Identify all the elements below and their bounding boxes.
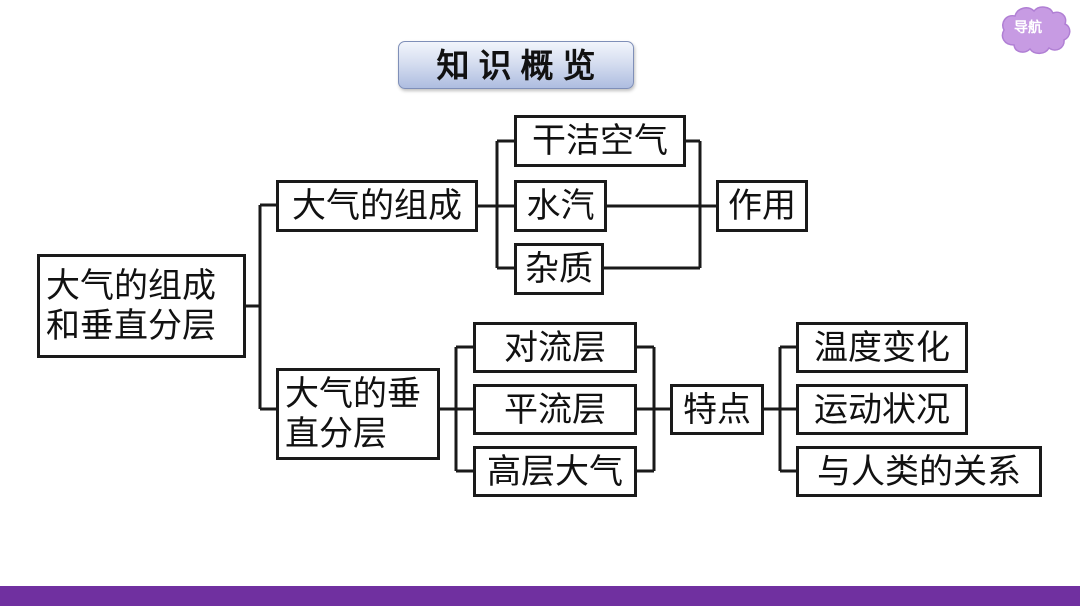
page-title: 知识概览 <box>398 41 634 89</box>
composition-node: 大气的组成 <box>276 180 478 232</box>
root-line-2: 和垂直分层 <box>46 306 216 346</box>
layers-target-characteristics: 特点 <box>670 384 764 435</box>
composition-target-function: 作用 <box>716 180 808 232</box>
footer-bar <box>0 586 1080 606</box>
composition-item-water-vapor: 水汽 <box>514 180 607 232</box>
composition-item-impurities: 杂质 <box>514 243 604 295</box>
feature-motion-state: 运动状况 <box>796 384 968 435</box>
feature-temperature-change: 温度变化 <box>796 322 968 373</box>
composition-item-dry-air: 干洁空气 <box>514 115 686 167</box>
layers-line-1: 大气的垂 <box>285 374 421 414</box>
layer-item-stratosphere: 平流层 <box>473 384 637 435</box>
layer-item-troposphere: 对流层 <box>473 322 637 373</box>
feature-human-relation: 与人类的关系 <box>796 446 1042 497</box>
layer-item-upper-atmosphere: 高层大气 <box>473 446 637 497</box>
layers-node: 大气的垂 直分层 <box>276 368 440 460</box>
nav-label: 导航 <box>1014 20 1042 36</box>
layers-line-2: 直分层 <box>285 414 387 454</box>
cloud-icon <box>1001 6 1071 55</box>
nav-button[interactable]: 导航 <box>998 3 1080 59</box>
root-line-1: 大气的组成 <box>46 266 216 306</box>
root-node: 大气的组成 和垂直分层 <box>37 254 246 358</box>
